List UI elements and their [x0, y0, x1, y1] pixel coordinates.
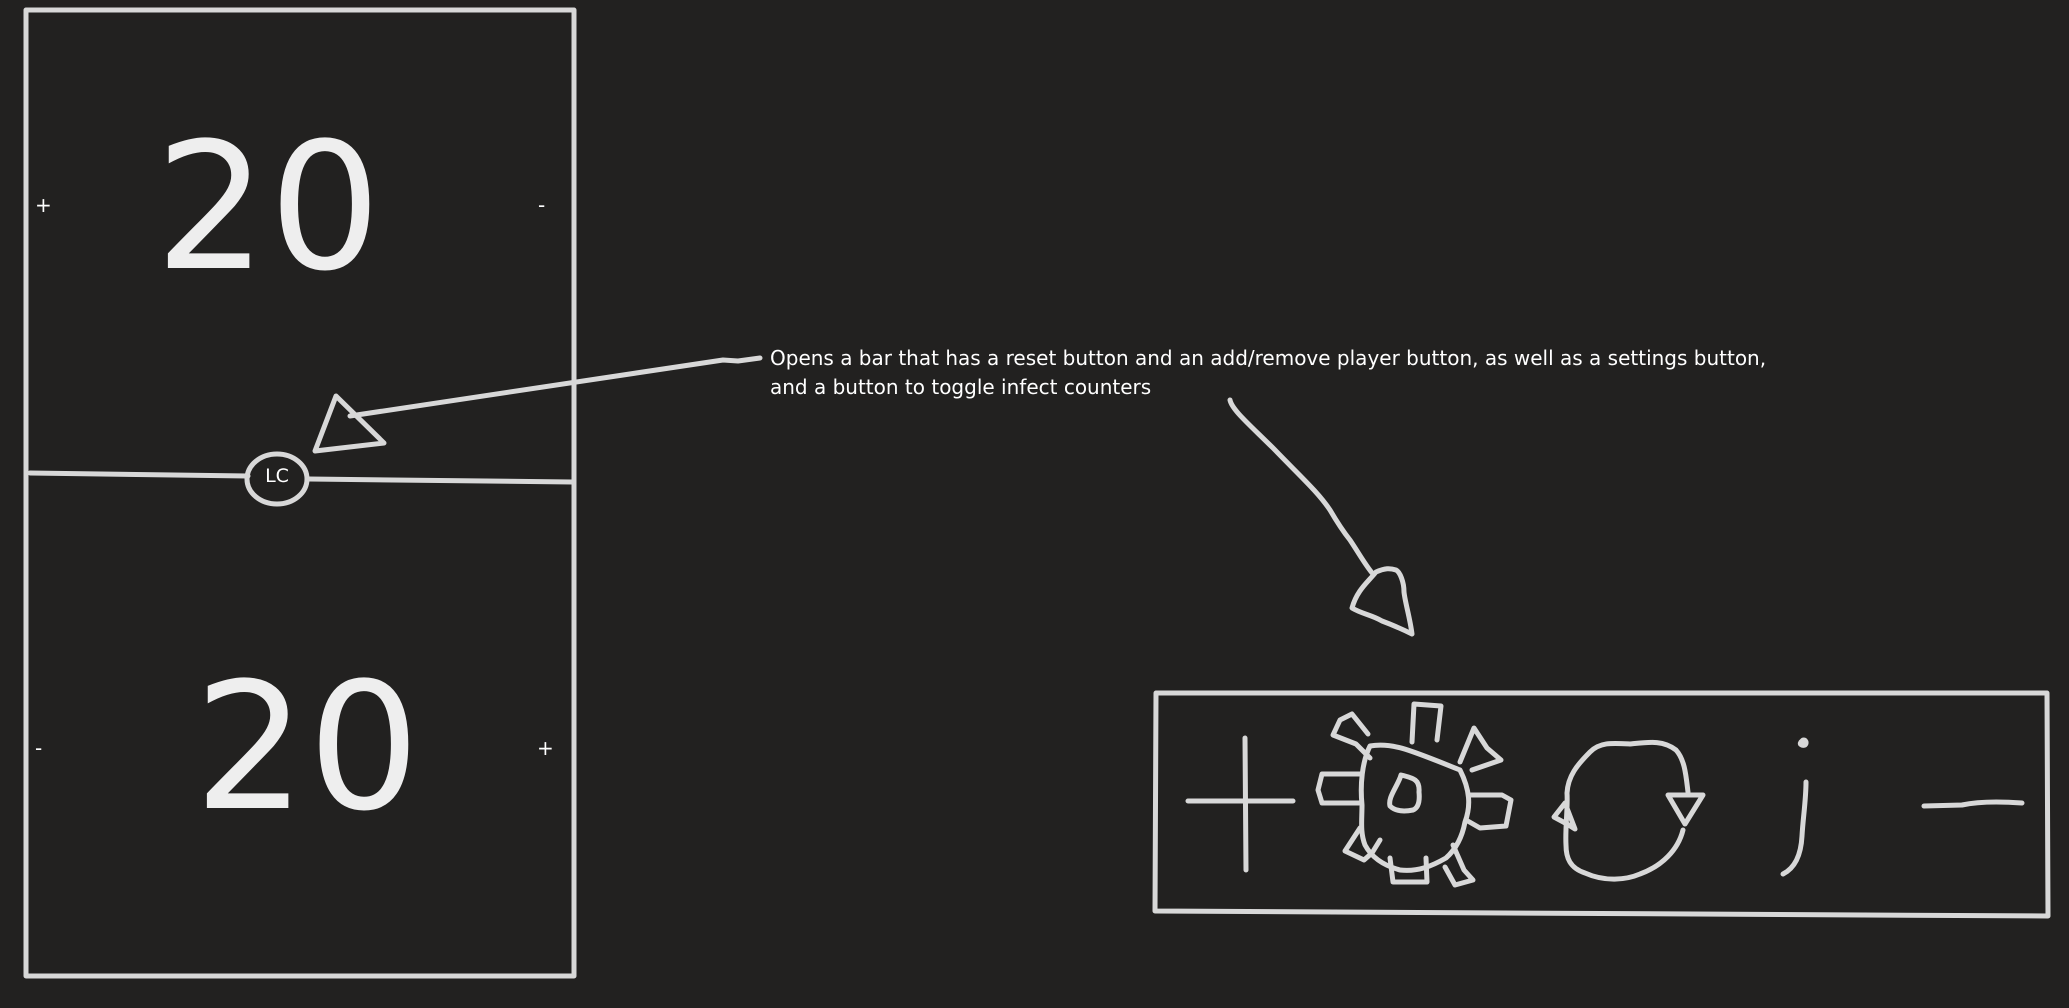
player-1-life-total: 20 — [155, 105, 383, 310]
add-player-icon — [1185, 735, 1296, 873]
annotation-arrow-head — [312, 393, 387, 454]
annotation-arrow-line — [347, 355, 763, 419]
add-player-button[interactable] — [1180, 700, 1305, 900]
remove-player-icon — [1921, 799, 2025, 809]
player-divider-left — [27, 470, 251, 479]
player-divider-right — [306, 476, 575, 485]
player-2-minus-button[interactable]: - — [35, 736, 43, 760]
infect-toggle-button[interactable] — [1760, 700, 1840, 900]
infect-toggle-icon — [1780, 737, 1809, 877]
remove-player-button[interactable] — [1910, 700, 2035, 900]
player-2-plus-button[interactable]: + — [537, 736, 554, 760]
annotation-text: Opens a bar that has a reset button and … — [770, 346, 1767, 399]
reset-button[interactable] — [1545, 700, 1715, 900]
action-bar-frame — [1152, 690, 2051, 919]
reset-icon — [1551, 739, 1706, 882]
menu-button-label[interactable]: LC — [265, 465, 289, 487]
menu-button-circle[interactable] — [244, 451, 310, 507]
player-1-plus-button[interactable]: + — [35, 193, 52, 217]
phone-frame — [23, 7, 577, 979]
player-2-life-total: 20 — [194, 645, 422, 850]
player-1-minus-button[interactable]: - — [538, 193, 546, 217]
settings-button[interactable] — [1312, 700, 1517, 900]
bar-arrow-head — [1349, 566, 1415, 637]
bar-arrow-line — [1227, 397, 1376, 577]
gear-icon — [1315, 701, 1514, 888]
